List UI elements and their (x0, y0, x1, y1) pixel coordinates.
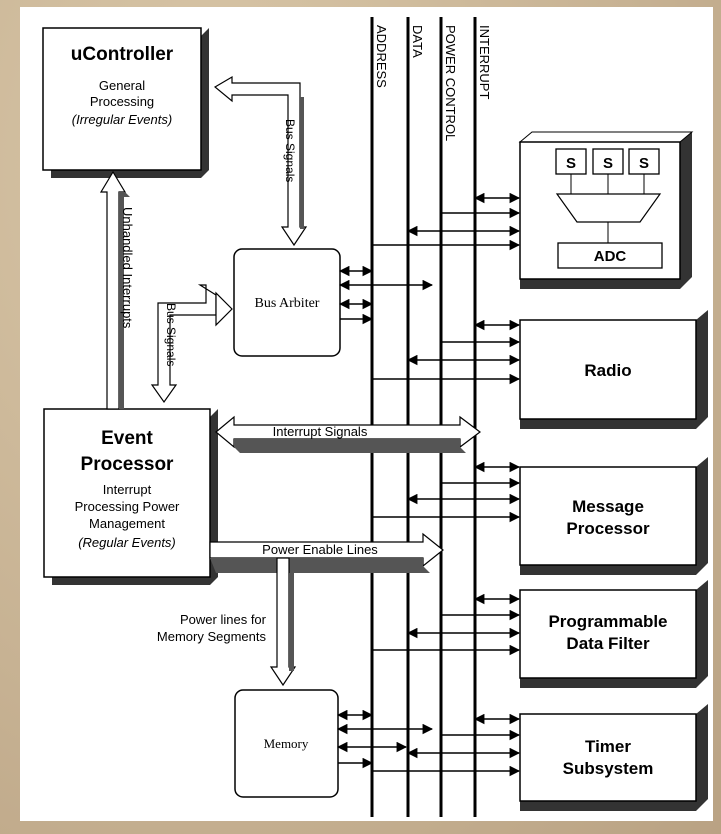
sensor-1 (555, 148, 587, 175)
sensor-3-label: S (639, 155, 649, 172)
sensor-2-label: S (603, 155, 613, 172)
radio-block: Radio (519, 310, 708, 429)
bus-signals-lower-arrow: Bus Signals (150, 284, 233, 404)
ucontroller-line2: Processing (90, 94, 154, 109)
adc-label: ADC (594, 248, 627, 265)
interrupt-signals-label: Interrupt Signals (273, 424, 368, 439)
event-processor-title2: Processor (81, 454, 175, 475)
message-processor-block: Message Processor (519, 457, 708, 575)
memory-power-label-1: Power lines for (180, 612, 267, 627)
data-filter-line1: Programmable (548, 612, 667, 631)
data-bus-label: DATA (410, 25, 425, 58)
sensor-3 (628, 148, 660, 175)
memory-power-label-2: Memory Segments (157, 629, 267, 644)
power-control-bus-label: POWER CONTROL (443, 25, 458, 141)
multiplexer (555, 193, 662, 223)
diagram-canvas: ADDRESS DATA POWER CONTROL INTERRUPT uCo… (20, 7, 713, 821)
unhandled-interrupts-label: Unhandled Interrupts (120, 207, 135, 329)
bus-arbiter-block: Bus Arbiter (233, 248, 341, 357)
memory-label: Memory (264, 736, 309, 751)
ucontroller-line1: General (99, 78, 145, 93)
event-processor-line2: Processing Power (75, 499, 180, 514)
unhandled-interrupts-arrow: Unhandled Interrupts (99, 170, 135, 410)
event-processor-line3: Management (89, 516, 165, 531)
power-enable-lines-label: Power Enable Lines (262, 542, 378, 557)
address-bus-label: ADDRESS (374, 25, 389, 88)
ucontroller-block: uController General Processing (Irregula… (42, 27, 209, 178)
system-buses: ADDRESS DATA POWER CONTROL INTERRUPT (370, 17, 492, 817)
power-enable-lines-arrow: Power Enable Lines (209, 532, 444, 573)
message-processor-line2: Processor (566, 519, 650, 538)
adc-block: S S S ADC (518, 131, 694, 289)
bus-arbiter-label: Bus Arbiter (255, 296, 320, 311)
sensor-1-label: S (566, 155, 576, 172)
interrupt-signals-arrow: Interrupt Signals (215, 415, 481, 453)
event-processor-line4: (Regular Events) (78, 535, 176, 550)
architecture-diagram: ADDRESS DATA POWER CONTROL INTERRUPT uCo… (42, 17, 708, 817)
event-processor-title1: Event (101, 428, 153, 449)
memory-power-arrow: Power lines for Memory Segments (157, 557, 297, 687)
radio-label: Radio (584, 361, 631, 380)
memory-block: Memory (234, 689, 339, 798)
timer-line2: Subsystem (563, 759, 654, 778)
ucontroller-line3: (Irregular Events) (72, 112, 172, 127)
bus-signals-lower-label: Bus Signals (164, 303, 178, 366)
bus-signals-upper-arrow: Bus Signals (213, 75, 308, 247)
interrupt-bus-label: INTERRUPT (477, 25, 492, 99)
event-processor-block: Event Processor Interrupt Processing Pow… (43, 408, 218, 585)
bus-signals-upper-label: Bus Signals (283, 119, 297, 182)
event-processor-line1: Interrupt (103, 482, 152, 497)
bus-connections (336, 192, 521, 777)
timer-subsystem-block: Timer Subsystem (519, 704, 708, 811)
timer-line1: Timer (585, 737, 631, 756)
message-processor-line1: Message (572, 497, 644, 516)
data-filter-line2: Data Filter (566, 634, 650, 653)
ucontroller-title: uController (71, 44, 174, 65)
data-filter-block: Programmable Data Filter (519, 580, 708, 688)
